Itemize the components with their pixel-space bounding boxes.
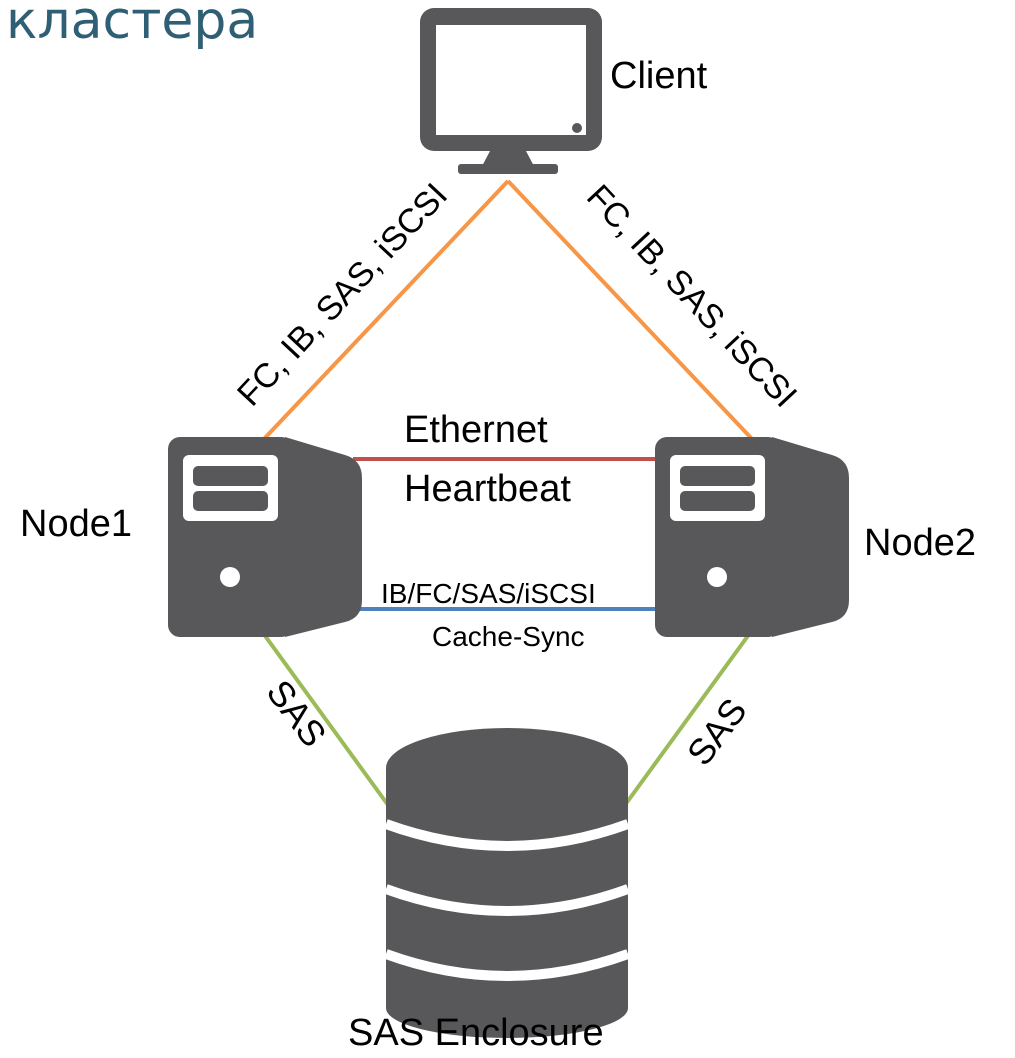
server-tower-icon: [168, 437, 362, 637]
node1-enclosure-link-label: SAS: [259, 672, 335, 754]
node2-enclosure-link-label: SAS: [679, 691, 755, 773]
client-node1-link-label: FC, IB, SAS, iSCSI: [230, 176, 455, 413]
heartbeat-label-line2: Heartbeat: [404, 468, 571, 510]
node2-label: Node2: [864, 522, 976, 564]
node1-label: Node1: [20, 503, 132, 545]
server-tower-icon: [655, 437, 849, 637]
page-title: кластера: [6, 0, 258, 51]
enclosure-label: SAS Enclosure: [348, 1012, 604, 1054]
client-node1-link: [261, 179, 510, 442]
monitor-icon: [420, 8, 602, 174]
client-label: Client: [610, 55, 708, 97]
cache-sync-label-line1: IB/FC/SAS/iSCSI: [381, 578, 596, 609]
node2-enclosure-link: [623, 631, 752, 807]
cache-sync-label-line2: Cache-Sync: [432, 621, 585, 652]
client-node2-link-label: FC, IB, SAS, iSCSI: [579, 178, 804, 415]
heartbeat-label-line1: Ethernet: [404, 409, 548, 451]
database-icon: [384, 728, 630, 1038]
client-node2-link: [506, 179, 755, 442]
node1-enclosure-link: [261, 631, 390, 807]
